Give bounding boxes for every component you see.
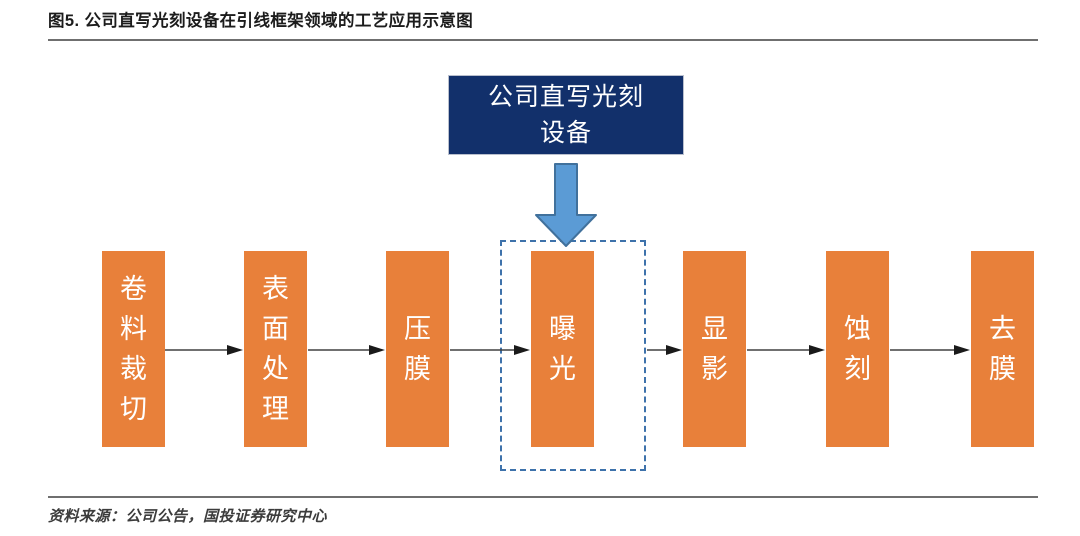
equipment-callout-box: 公司直写光刻 设备 xyxy=(448,75,684,155)
source-note: 资料来源：公司公告，国投证券研究中心 xyxy=(48,508,328,525)
process-step-label: 曝光 xyxy=(549,314,576,384)
footer-divider xyxy=(48,496,1038,498)
down-arrow-icon xyxy=(535,163,597,247)
right-arrow-icon xyxy=(165,345,243,355)
exposure-highlight-region xyxy=(500,240,646,471)
right-arrow-icon xyxy=(308,345,385,355)
right-arrow-icon xyxy=(747,345,825,355)
title-divider xyxy=(48,39,1038,41)
process-step-label: 显影 xyxy=(701,314,728,384)
process-step-box[interactable]: 表面处理 xyxy=(244,251,307,447)
process-step-box[interactable]: 显影 xyxy=(683,251,746,447)
process-step-box[interactable]: 蚀刻 xyxy=(826,251,889,447)
process-step-box[interactable]: 去膜 xyxy=(971,251,1034,447)
process-step-label: 卷料裁切 xyxy=(120,274,147,424)
process-step-box[interactable]: 压膜 xyxy=(386,251,449,447)
right-arrow-icon xyxy=(450,345,530,355)
process-step-label: 去膜 xyxy=(989,314,1016,384)
process-step-box[interactable]: 卷料裁切 xyxy=(102,251,165,447)
process-step-label: 表面处理 xyxy=(262,274,289,424)
right-arrow-icon xyxy=(890,345,970,355)
process-step-label: 压膜 xyxy=(404,314,431,384)
equipment-callout-label: 公司直写光刻 设备 xyxy=(487,83,644,147)
page-title: 图5. 公司直写光刻设备在引线框架领域的工艺应用示意图 xyxy=(48,12,474,30)
right-arrow-icon xyxy=(647,345,682,355)
process-step-label: 蚀刻 xyxy=(844,314,871,384)
process-step-box[interactable]: 曝光 xyxy=(531,251,594,447)
